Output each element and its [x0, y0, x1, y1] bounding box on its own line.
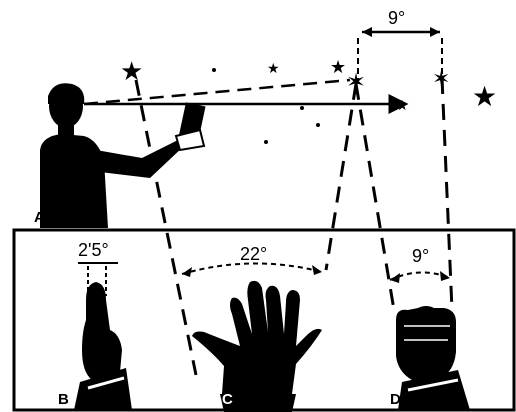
star-icon: ★: [120, 57, 143, 87]
star-icon: ✶: [346, 68, 366, 96]
star-dot: [212, 68, 216, 72]
closed-fist-icon: [396, 306, 456, 380]
hand-span-angle: 22°: [240, 244, 267, 264]
finger-measurement: 2'5° B: [58, 240, 132, 410]
star-separation-angle: 9°: [388, 8, 405, 28]
panel-a-label: A: [34, 209, 45, 226]
star-icon: ✶: [432, 67, 450, 92]
finger-width-angle: 2'5°: [78, 240, 109, 260]
panel-b-label: B: [58, 391, 69, 408]
panel-d-label: D: [390, 391, 401, 408]
star-icon: ★: [330, 57, 346, 78]
open-hand-icon: [192, 281, 322, 394]
fist-measurement: 9° D: [390, 246, 470, 410]
pointing-finger-icon: [82, 282, 122, 380]
star-separation-dimension: 9°: [362, 8, 440, 37]
hand-span-measurement: 22° C: [182, 244, 322, 412]
star-dot: [264, 140, 268, 144]
star-dot: [316, 123, 320, 127]
star-icon: ★: [472, 80, 497, 113]
fist-width-angle: 9°: [412, 246, 429, 266]
panel-c-label: C: [222, 391, 233, 408]
star-field: ★ ★ ★ ✶ ✶ ★ ★: [120, 57, 497, 144]
star-dot: [300, 106, 304, 110]
star-icon: ★: [396, 98, 409, 114]
star-icon: ★: [267, 61, 280, 77]
